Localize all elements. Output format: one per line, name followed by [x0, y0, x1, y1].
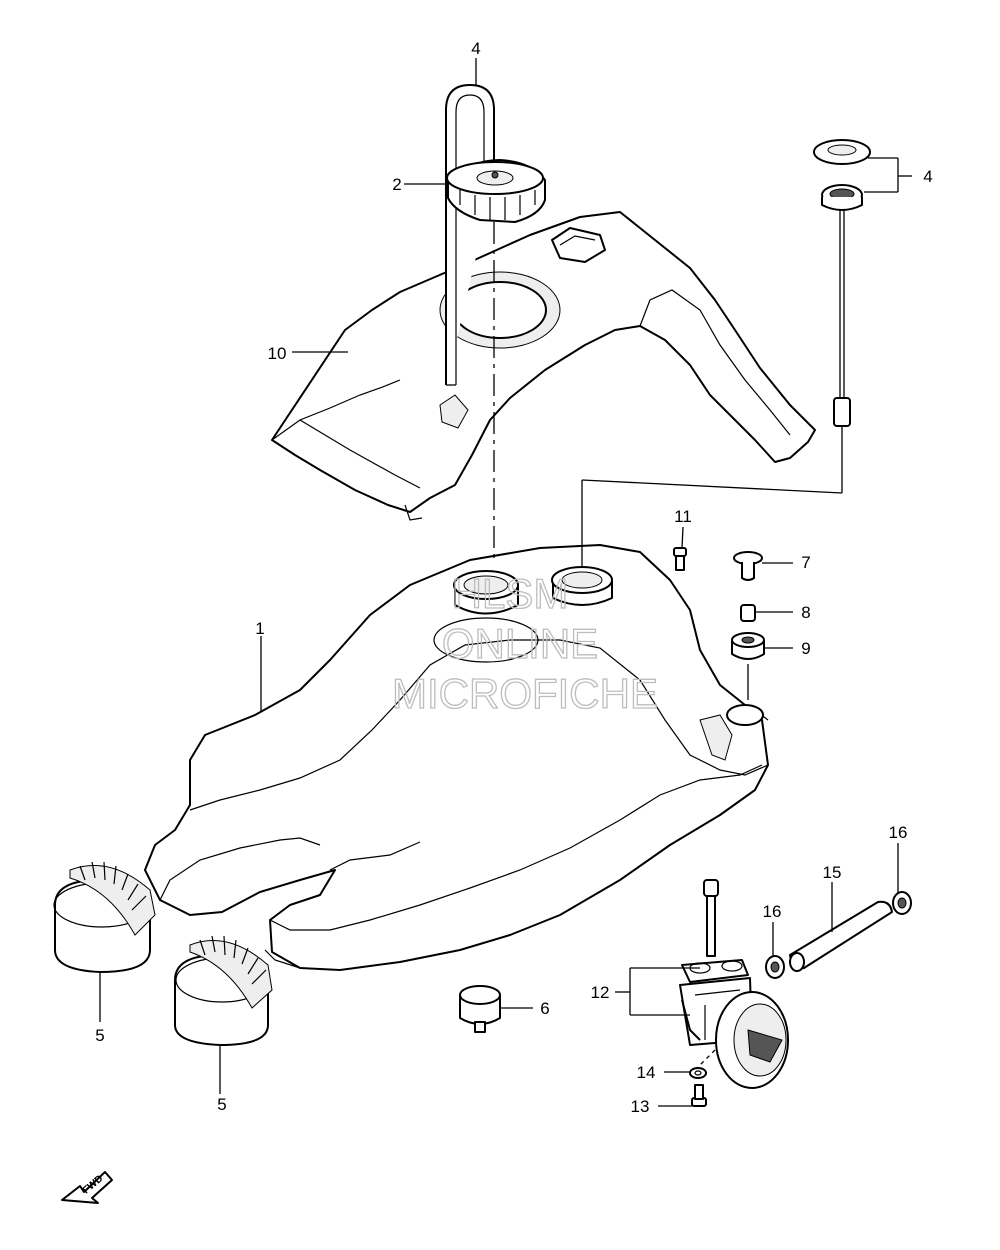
callout-15: 15: [823, 863, 842, 882]
gasket-14-part[interactable]: [689, 1067, 707, 1079]
watermark-line-3: MICROFICHE: [392, 670, 658, 717]
tank-cover-part[interactable]: [271, 211, 816, 521]
collar-8-part[interactable]: [740, 604, 756, 622]
callout-11: 11: [674, 507, 692, 526]
callout-labels: 4 2 4 10 1 11 7 8 9 16 15 16 12 6 5 5 14…: [95, 39, 932, 1116]
fuel-gauge-part[interactable]: [813, 139, 871, 427]
callout-16a: 16: [889, 823, 908, 842]
callout-6: 6: [540, 999, 549, 1018]
callout-13: 13: [631, 1097, 650, 1116]
cushion-9-part[interactable]: [731, 632, 765, 660]
clamp-16a-part[interactable]: [892, 891, 912, 915]
fwd-arrow-icon: FWD: [61, 1171, 113, 1204]
callout-9: 9: [801, 639, 810, 658]
callout-14: 14: [637, 1063, 656, 1082]
bolt-11-part[interactable]: [673, 547, 687, 571]
callout-5a: 5: [95, 1026, 104, 1045]
fuel-cock-part[interactable]: [679, 879, 789, 1089]
bolt-7-part[interactable]: [733, 551, 763, 581]
hose-15-part[interactable]: [789, 900, 893, 972]
breather-hose-part[interactable]: [445, 84, 495, 386]
callout-3: 4: [471, 39, 480, 58]
watermark: HLSM ONLINE MICROFICHE: [391, 569, 658, 717]
clamp-16b-part[interactable]: [765, 955, 785, 979]
callout-1: 1: [255, 619, 264, 638]
callout-4: 4: [923, 167, 932, 186]
watermark-line-1: HLSM: [452, 570, 569, 617]
cushion-6-part[interactable]: [459, 985, 501, 1033]
callout-2: 2: [392, 175, 401, 194]
callout-12: 12: [591, 983, 610, 1002]
watermark-line-2: ONLINE: [442, 620, 598, 667]
screw-13-part[interactable]: [691, 1084, 707, 1107]
leader-lines: [99, 58, 912, 1107]
fuel-cap-part[interactable]: [446, 159, 546, 223]
band-5b-part[interactable]: [174, 935, 273, 1046]
callout-10: 10: [268, 344, 287, 363]
callout-16b: 16: [763, 902, 782, 921]
callout-5b: 5: [217, 1095, 226, 1114]
callout-8: 8: [801, 603, 810, 622]
fuel-tank-part[interactable]: [144, 544, 769, 971]
band-5a-part[interactable]: [53, 861, 156, 973]
callout-7: 7: [801, 553, 810, 572]
